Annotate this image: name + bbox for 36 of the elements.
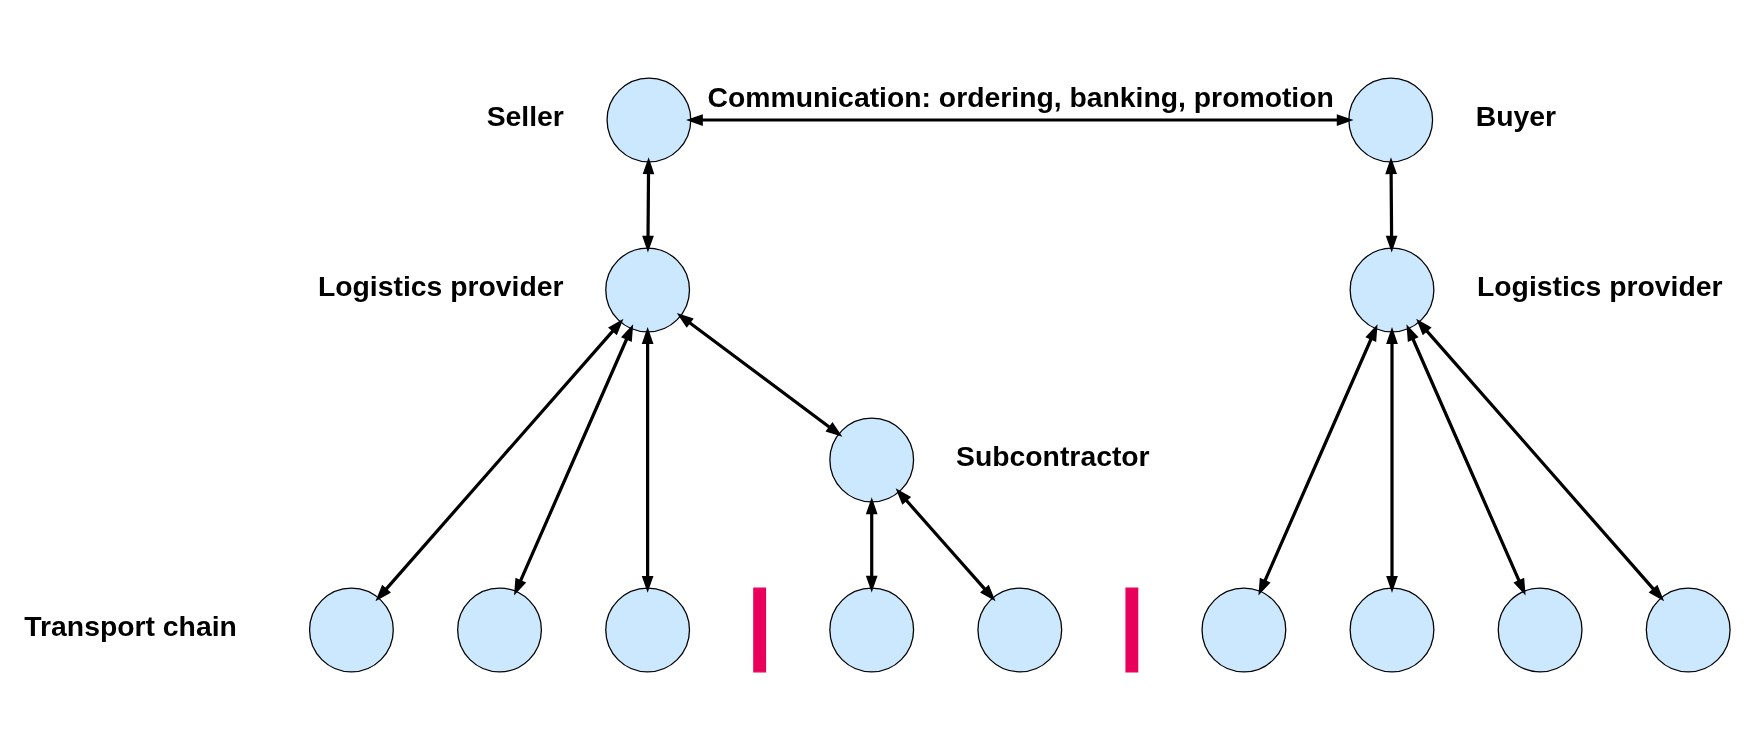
arrow xyxy=(895,487,996,601)
node-circle xyxy=(457,587,543,672)
node-circle xyxy=(1349,587,1435,672)
arrow xyxy=(676,312,843,437)
arrow xyxy=(686,113,1354,126)
node-circle xyxy=(1645,587,1731,672)
node-bar xyxy=(753,587,767,672)
edge-label: Communication: ordering, banking, promotion xyxy=(707,80,1334,113)
node-circle xyxy=(1348,77,1434,162)
arrow xyxy=(642,156,655,252)
node-circle xyxy=(829,417,915,502)
arrow xyxy=(375,318,624,601)
arrow xyxy=(865,496,878,592)
node-label: Logistics provider xyxy=(1477,269,1723,302)
node-circle xyxy=(606,77,692,162)
node-circle xyxy=(829,587,915,672)
arrow xyxy=(1386,326,1398,593)
node-circle xyxy=(1349,247,1435,332)
node-circle xyxy=(1201,587,1287,672)
node-label: Seller xyxy=(486,99,564,132)
node-label: Buyer xyxy=(1475,99,1557,132)
arrow xyxy=(641,326,654,593)
arrow xyxy=(1385,156,1398,252)
node-bar xyxy=(1125,587,1139,672)
label: Transport chain xyxy=(24,609,237,642)
node-circle xyxy=(605,247,691,332)
arrow xyxy=(1416,318,1665,601)
arrow xyxy=(514,323,634,596)
node-circle xyxy=(977,587,1063,672)
node-circle xyxy=(308,587,394,672)
node-label: Subcontractor xyxy=(956,439,1150,472)
arrow xyxy=(1406,323,1526,596)
node-circle xyxy=(1497,587,1583,672)
node-label: Logistics provider xyxy=(317,269,564,302)
arrow xyxy=(1258,323,1378,596)
node-circle xyxy=(605,587,691,672)
